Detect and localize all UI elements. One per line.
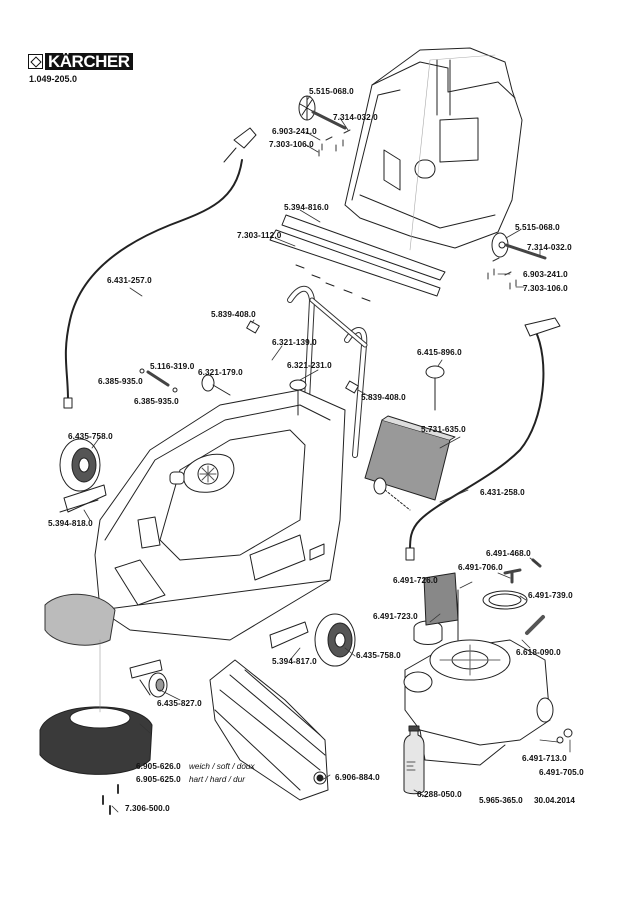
- part-label: 5.515-068.0: [515, 223, 560, 232]
- part-label: 6.491-713.0: [522, 754, 567, 763]
- part-label: 7.303-106.0: [269, 140, 314, 149]
- spark-plug: [525, 615, 545, 635]
- part-label: 7.303-112.0: [237, 231, 282, 240]
- hopper-wheel-right: [491, 232, 547, 260]
- oil-bottle: [403, 725, 425, 795]
- note-hard: hart / hard / dur: [189, 775, 245, 784]
- part-label: 6.491-705.0: [539, 768, 584, 777]
- part-label: 6.905-625.0: [136, 775, 181, 784]
- knob-handle-screw: [289, 379, 307, 416]
- seal-strip: [269, 214, 446, 302]
- part-label: 5.394-817.0: [272, 657, 317, 666]
- part-label: 6.321-179.0: [198, 368, 243, 377]
- side-brush: [39, 639, 153, 775]
- wheel-right: [314, 613, 356, 667]
- part-label: 6.435-758.0: [356, 651, 401, 660]
- knob-left: [201, 374, 231, 396]
- part-label: 6.321-139.0: [272, 338, 317, 347]
- part-label: 6.385-935.0: [134, 397, 179, 406]
- part-label: 6.435-827.0: [157, 699, 202, 708]
- part-label: 6.905-626.0: [136, 762, 181, 771]
- wheel-left: [59, 438, 101, 492]
- part-label: 6.491-706.0: [458, 563, 503, 572]
- clip: [246, 320, 359, 394]
- part-label: 6.906-884.0: [335, 773, 380, 782]
- karcher-logo: KÄRCHER: [28, 52, 133, 70]
- filter-cap: [413, 620, 443, 645]
- part-label: 6.618-090.0: [516, 648, 561, 657]
- seal-strip-left: [59, 484, 107, 513]
- bowden-cable-left: [63, 127, 257, 409]
- part-label: 6.491-468.0: [486, 549, 531, 558]
- part-label: 6.491-723.0: [373, 612, 418, 621]
- drawing-number: 5.965-365.0: [479, 796, 523, 805]
- logo-emblem-icon: [28, 53, 43, 69]
- screws: [102, 129, 517, 815]
- part-label: 6.431-257.0: [107, 276, 152, 285]
- part-label: 6.903-241.0: [272, 127, 317, 136]
- part-label: 7.314-032.0: [527, 243, 572, 252]
- part-label: 5.731-635.0: [421, 425, 466, 434]
- part-label: 5.394-818.0: [48, 519, 93, 528]
- leader-lines: [83, 95, 571, 813]
- part-label: 5.839-408.0: [211, 310, 256, 319]
- part-label: 6.903-241.0: [523, 270, 568, 279]
- hopper: [344, 47, 523, 251]
- drawing-date: 30.04.2014: [534, 796, 575, 805]
- part-label: 5.839-408.0: [361, 393, 406, 402]
- part-label: 5.515-068.0: [309, 87, 354, 96]
- fuel-cap: [425, 365, 445, 411]
- part-label: 6.491-739.0: [528, 591, 573, 600]
- seal-strip-right: [269, 621, 309, 649]
- castor-wheel: [129, 659, 168, 698]
- main-roller-brush: [209, 659, 329, 801]
- hopper-wheel-left: [298, 95, 347, 130]
- part-label: 5.116-319.0: [150, 362, 195, 371]
- part-label: 6.288-050.0: [417, 790, 462, 799]
- part-label: 6.321-231.0: [287, 361, 332, 370]
- part-label: 7.303-106.0: [523, 284, 568, 293]
- sweeper-body: [94, 389, 346, 641]
- side-brush-attached: [44, 593, 116, 646]
- note-soft: weich / soft / doux: [189, 762, 255, 771]
- fuel-line: [482, 590, 528, 610]
- choke-lever: [503, 558, 542, 584]
- engine-air-filter: [423, 572, 459, 641]
- part-label: 7.306-500.0: [125, 804, 170, 813]
- axle-pin: [139, 368, 178, 393]
- engine: [403, 639, 554, 766]
- drain-plug: [556, 728, 573, 744]
- part-label: 7.314-032.0: [333, 113, 378, 122]
- knob-right: [373, 477, 411, 511]
- part-label: 6.435-758.0: [68, 432, 113, 441]
- part-label: 5.394-816.0: [284, 203, 329, 212]
- air-filter: [364, 415, 456, 501]
- push-handle: [287, 285, 368, 458]
- part-label: 6.385-935.0: [98, 377, 143, 386]
- part-label: 6.431-258.0: [480, 488, 525, 497]
- document-number: 1.049-205.0: [29, 74, 78, 84]
- part-label: 6.415-896.0: [417, 348, 462, 357]
- part-label: 6.491-726.0: [393, 576, 438, 585]
- bowden-cable-right: [405, 317, 561, 561]
- brand-name: KÄRCHER: [45, 52, 133, 70]
